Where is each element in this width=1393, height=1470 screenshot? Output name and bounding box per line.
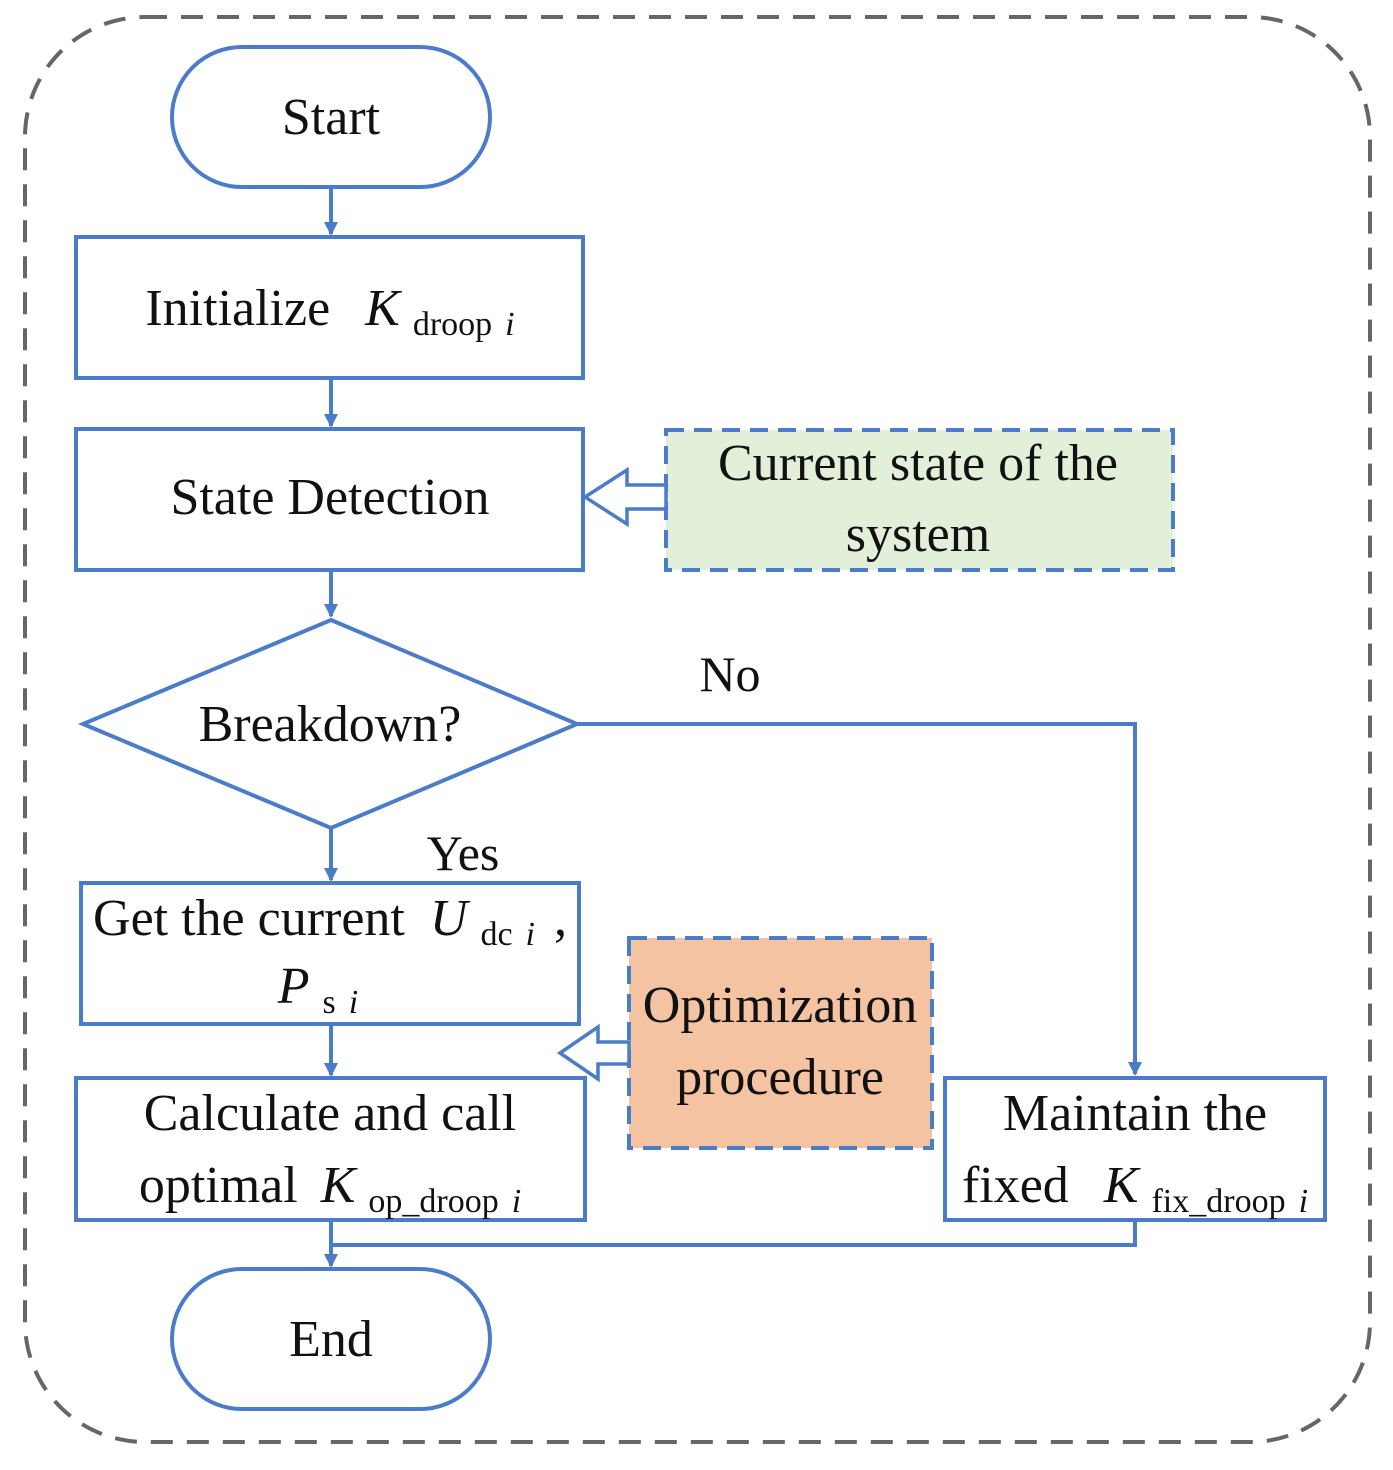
calculate-node: Calculate and call optimal K op_droop i (74, 1076, 587, 1224)
initialize-text: Initialize K droop i (145, 280, 514, 347)
calculate-prefix: optimal (139, 1157, 298, 1214)
state-detection-node: State Detection (74, 427, 585, 572)
u-subscript: dc (480, 916, 512, 953)
u-index: i (526, 916, 535, 953)
yes-label: Yes (427, 825, 500, 881)
initialize-k-symbol: K (364, 280, 402, 337)
maintain-line2: fixed K fix_droop i (962, 1157, 1308, 1224)
optimization-line2: procedure (676, 1049, 884, 1106)
current-state-line2: system (846, 506, 990, 563)
get-current-line1: Get the current U dc i , (93, 890, 567, 957)
calculate-line2: optimal K op_droop i (139, 1157, 521, 1224)
no-label: No (699, 646, 760, 702)
end-node: End (170, 1267, 492, 1411)
initialize-label: Initialize (145, 280, 330, 337)
end-label: End (289, 1311, 373, 1368)
edge-breakdown-no (577, 722, 1142, 1076)
p-symbol: P (277, 958, 310, 1015)
outer-frame (23, 15, 1372, 1444)
initialize-node: Initialize K droop i (74, 235, 585, 380)
current-state-line1: Current state of the (718, 435, 1118, 492)
kfix-subscript: fix_droop (1151, 1183, 1285, 1220)
get-current-prefix: Get the current (93, 890, 405, 947)
maintain-node: Maintain the fixed K fix_droop i (943, 1076, 1327, 1224)
start-node: Start (170, 45, 492, 189)
kop-index: i (512, 1183, 521, 1220)
maintain-line1: Maintain the (1003, 1085, 1267, 1142)
kop-subscript: op_droop (368, 1183, 498, 1220)
state-detection-label: State Detection (170, 469, 489, 526)
calculate-line1: Calculate and call (144, 1085, 516, 1142)
p-subscript: s (323, 984, 336, 1021)
start-label: Start (282, 89, 381, 146)
initialize-k-index: i (505, 306, 514, 343)
u-symbol: U (430, 890, 471, 947)
breakdown-label: Breakdown? (199, 696, 462, 753)
current-state-node: Current state of the system (664, 428, 1175, 572)
get-current-comma: , (554, 890, 567, 947)
kfix-index: i (1299, 1183, 1308, 1220)
optimization-line1: Optimization (643, 977, 917, 1034)
edge-maintain-merge (331, 1220, 1137, 1247)
initialize-k-subscript: droop (413, 306, 492, 343)
kfix-symbol: K (1103, 1157, 1141, 1214)
hollow-arrow-state-input (581, 466, 668, 528)
p-index: i (349, 984, 358, 1021)
get-current-node: Get the current U dc i , P s i (79, 881, 581, 1026)
breakdown-decision: Breakdown? (77, 617, 583, 831)
optimization-node: Optimization procedure (627, 936, 934, 1150)
kop-symbol: K (320, 1157, 358, 1214)
maintain-prefix: fixed (962, 1157, 1069, 1214)
hollow-arrow-optimization-input (556, 1023, 631, 1083)
get-current-line2: P s i (277, 958, 358, 1025)
